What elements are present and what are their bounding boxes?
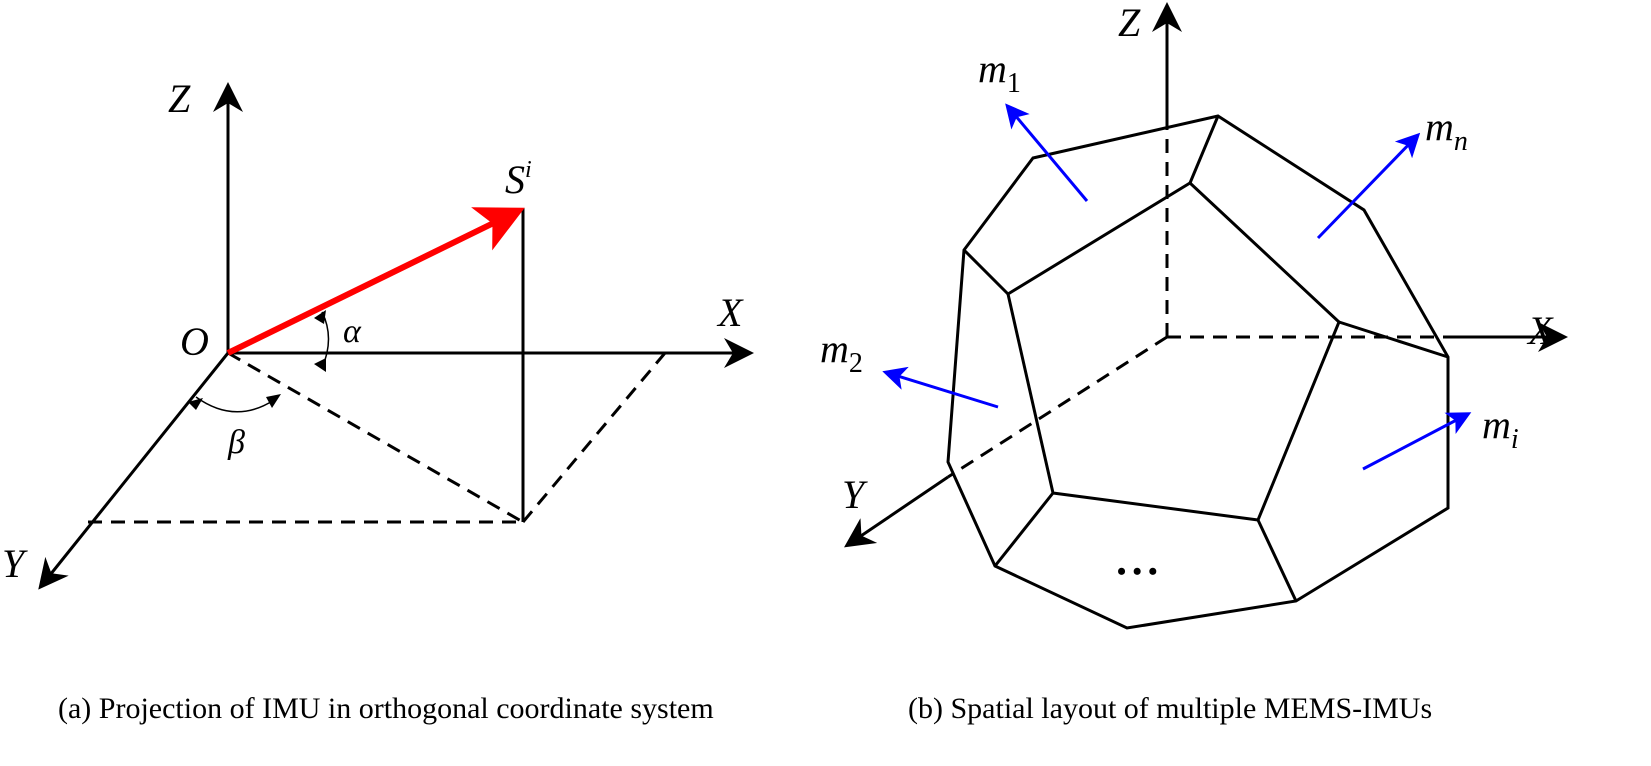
panel-a: Z X Y O Si α β (a) Projection of IMU in … xyxy=(2,76,754,725)
beta-angle-arc xyxy=(195,396,275,413)
m1-label-base: m xyxy=(978,46,1007,91)
vector-label: Si xyxy=(505,157,532,202)
m1-label-subscript: 1 xyxy=(1007,68,1021,99)
panel-b-caption: (b) Spatial layout of multiple MEMS-IMUs xyxy=(908,692,1432,725)
vector-label-superscript: i xyxy=(525,157,532,183)
mn-label: mn xyxy=(1425,104,1468,157)
mi-label-subscript: i xyxy=(1511,424,1519,455)
panel-a-x-label: X xyxy=(716,290,744,335)
beta-arrow-left xyxy=(188,398,203,410)
mi-label: mi xyxy=(1482,402,1519,455)
panel-a-caption: (a) Projection of IMU in orthogonal coor… xyxy=(58,692,714,725)
origin-label: O xyxy=(180,319,209,364)
m2-label: m2 xyxy=(820,326,863,379)
panel-b-y-label: Y xyxy=(842,472,868,517)
beta-label: β xyxy=(227,424,245,461)
mn-label-base: m xyxy=(1425,104,1454,149)
m1-label: m1 xyxy=(978,46,1021,99)
edge-5 xyxy=(993,492,1055,567)
m2-label-base: m xyxy=(820,326,849,371)
polyhedron-outline xyxy=(946,114,1450,630)
edge-1 xyxy=(962,248,1010,296)
mi-label-base: m xyxy=(1482,402,1511,447)
panel-b: Z X Y m1 mn m2 mi • • • (b) Spatial layo… xyxy=(820,0,1568,725)
y-axis-visible xyxy=(844,475,949,548)
dashed-y-parallel xyxy=(521,352,667,523)
dashed-projection-line xyxy=(227,351,524,524)
y-axis-hidden xyxy=(947,335,1168,479)
edge-2 xyxy=(1188,115,1220,184)
alpha-arrow-top xyxy=(314,310,326,324)
panel-b-z-label: Z xyxy=(1118,0,1141,45)
mi-vector xyxy=(1362,412,1472,471)
edge-4 xyxy=(1256,519,1298,602)
alpha-label: α xyxy=(343,313,362,350)
polyhedron-front-face xyxy=(1006,181,1341,522)
y-axis xyxy=(38,352,230,590)
beta-arrow-right xyxy=(266,394,281,408)
alpha-arrow-bottom xyxy=(314,358,326,372)
mn-label-subscript: n xyxy=(1454,126,1468,157)
panel-a-z-label: Z xyxy=(168,76,191,121)
mn-vector xyxy=(1316,132,1421,240)
ellipsis-dots: • • • xyxy=(1117,557,1157,586)
vector-s-i xyxy=(226,207,525,356)
edge-3 xyxy=(1338,320,1449,359)
panel-a-y-label: Y xyxy=(2,541,28,586)
vector-label-base: S xyxy=(505,157,525,202)
m2-label-subscript: 2 xyxy=(849,348,863,379)
m1-vector xyxy=(1005,103,1089,202)
panel-b-x-label: X xyxy=(1526,308,1554,353)
m2-vector xyxy=(882,366,999,409)
